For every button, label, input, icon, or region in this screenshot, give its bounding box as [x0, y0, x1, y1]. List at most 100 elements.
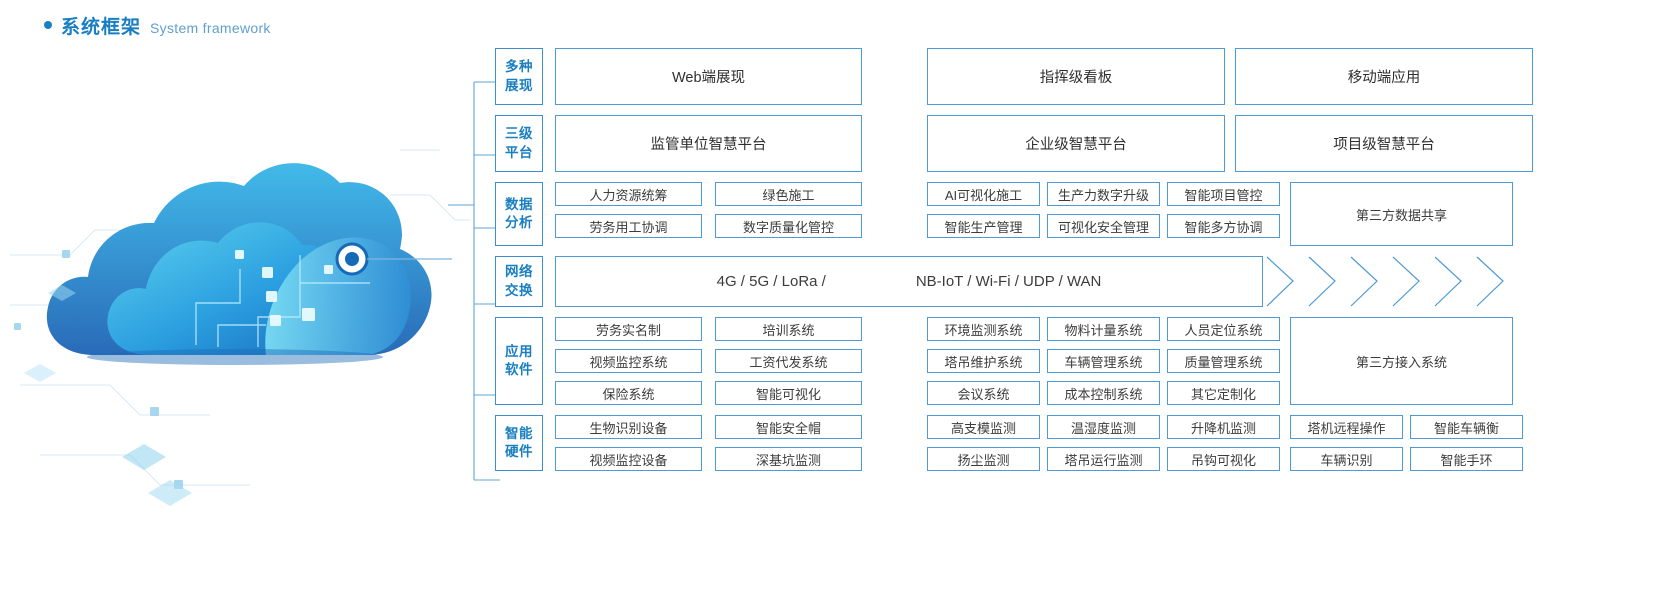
group-column: 生物识别设备 视频监控设备	[555, 415, 702, 471]
group-column: 环境监测系统 塔吊维护系统 会议系统	[927, 317, 1040, 405]
row-label-network-exchange: 网络 交换	[495, 256, 543, 307]
cell-smart-weighbridge[interactable]: 智能车辆衡	[1410, 415, 1523, 439]
bracket-connector	[448, 50, 500, 520]
cell-labor-real-name[interactable]: 劳务实名制	[555, 317, 702, 341]
label-line-1: 应用	[505, 343, 533, 359]
cell-hoist-monitoring[interactable]: 升降机监测	[1167, 415, 1280, 439]
row-data-analysis: 数据 分析 人力资源统筹 劳务用工协调 绿色施工 数字质量化管控 AI可	[495, 182, 1535, 246]
cell-payroll-system[interactable]: 工资代发系统	[715, 349, 862, 373]
cell-training-system[interactable]: 培训系统	[715, 317, 862, 341]
cell-vehicle-management-system[interactable]: 车辆管理系统	[1047, 349, 1160, 373]
cell-ai-visual-construction[interactable]: AI可视化施工	[927, 182, 1040, 206]
cell-smart-project-control[interactable]: 智能项目管控	[1167, 182, 1280, 206]
cell-crane-operation-monitoring[interactable]: 塔吊运行监测	[1047, 447, 1160, 471]
label-line-2: 展现	[505, 77, 533, 93]
cell-crane-maintenance-system[interactable]: 塔吊维护系统	[927, 349, 1040, 373]
row-three-tier-platform: 三级 平台 监管单位智慧平台 企业级智慧平台 项目级智慧平台	[495, 115, 1535, 172]
cell-productivity-upgrade[interactable]: 生产力数字升级	[1047, 182, 1160, 206]
cell-labor-coordination[interactable]: 劳务用工协调	[555, 214, 702, 238]
row-label-three-tier-platform: 三级 平台	[495, 115, 543, 172]
cell-quality-management-system[interactable]: 质量管理系统	[1167, 349, 1280, 373]
cell-deep-foundation-monitoring[interactable]: 深基坑监测	[715, 447, 862, 471]
label-line-2: 硬件	[505, 444, 533, 459]
framework-grid: 多种 展现 Web端展现 指挥级看板 移动端应用 三级 平台 监管单位智慧平台 …	[495, 48, 1535, 481]
group-column: 绿色施工 数字质量化管控	[715, 182, 862, 246]
row-network-exchange: 网络 交换 4G / 5G / LoRa / NB-IoT / Wi-Fi / …	[495, 256, 1535, 307]
label-line-1: 网络	[505, 264, 533, 280]
cell-smart-multiparty-coord[interactable]: 智能多方协调	[1167, 214, 1280, 238]
network-node-icon	[335, 242, 369, 276]
label-line-1: 智能	[505, 425, 533, 441]
group-column: 智能车辆衡 智能手环	[1410, 415, 1523, 471]
group-column: 升降机监测 吊钩可视化	[1167, 415, 1280, 471]
group-column: AI可视化施工 智能生产管理	[927, 182, 1040, 246]
cell-video-surveillance-system[interactable]: 视频监控系统	[555, 349, 702, 373]
cell-temp-humidity-monitoring[interactable]: 温湿度监测	[1047, 415, 1160, 439]
cell-environment-monitoring-system[interactable]: 环境监测系统	[927, 317, 1040, 341]
group-column: 温湿度监测 塔吊运行监测	[1047, 415, 1160, 471]
label-line-2: 分析	[505, 215, 533, 230]
chevron-arrow-group	[1263, 256, 1533, 307]
page-title: 系统框架 System framework	[44, 12, 271, 39]
cell-insurance-system[interactable]: 保险系统	[555, 381, 702, 405]
network-protocols-right: NB-IoT / Wi-Fi / UDP / WAN	[915, 273, 1102, 290]
cell-visual-safety-mgmt[interactable]: 可视化安全管理	[1047, 214, 1160, 238]
cell-command-dashboard[interactable]: 指挥级看板	[927, 48, 1225, 105]
cell-third-party-data-sharing[interactable]: 第三方数据共享	[1290, 182, 1513, 246]
cell-mobile-app[interactable]: 移动端应用	[1235, 48, 1533, 105]
cell-dust-monitoring[interactable]: 扬尘监测	[927, 447, 1040, 471]
label-line-1: 数据	[505, 196, 533, 212]
cell-green-construction[interactable]: 绿色施工	[715, 182, 862, 206]
cloud-network-illustration	[0, 55, 470, 525]
cell-third-party-access-system[interactable]: 第三方接入系统	[1290, 317, 1513, 405]
label-line-2: 交换	[505, 282, 533, 298]
title-english: System framework	[150, 20, 271, 36]
row-application-software: 应用 软件 劳务实名制 视频监控系统 保险系统 培训系统 工资代发系统 智能可视…	[495, 317, 1535, 405]
label-line-2: 平台	[505, 144, 533, 160]
cell-personnel-positioning-system[interactable]: 人员定位系统	[1167, 317, 1280, 341]
cell-hook-visualization[interactable]: 吊钩可视化	[1167, 447, 1280, 471]
cell-meeting-system[interactable]: 会议系统	[927, 381, 1040, 405]
row-label-application-software: 应用 软件	[495, 317, 543, 405]
cell-video-surveillance-device[interactable]: 视频监控设备	[555, 447, 702, 471]
group-column: 劳务实名制 视频监控系统 保险系统	[555, 317, 702, 405]
cell-biometric-device[interactable]: 生物识别设备	[555, 415, 702, 439]
cell-smart-visualization[interactable]: 智能可视化	[715, 381, 862, 405]
cell-enterprise-platform[interactable]: 企业级智慧平台	[927, 115, 1225, 172]
group-column: 物料计量系统 车辆管理系统 成本控制系统	[1047, 317, 1160, 405]
cell-digital-quality-control[interactable]: 数字质量化管控	[715, 214, 862, 238]
cell-cost-control-system[interactable]: 成本控制系统	[1047, 381, 1160, 405]
label-line-2: 软件	[505, 362, 533, 377]
network-protocols-box[interactable]: 4G / 5G / LoRa / NB-IoT / Wi-Fi / UDP / …	[555, 256, 1263, 307]
network-protocols-left: 4G / 5G / LoRa /	[716, 273, 826, 290]
cell-smart-wristband[interactable]: 智能手环	[1410, 447, 1523, 471]
row-presentation: 多种 展现 Web端展现 指挥级看板 移动端应用	[495, 48, 1535, 105]
cell-smart-helmet[interactable]: 智能安全帽	[715, 415, 862, 439]
cell-smart-production-mgmt[interactable]: 智能生产管理	[927, 214, 1040, 238]
cell-tower-remote-operation[interactable]: 塔机远程操作	[1290, 415, 1403, 439]
row-smart-hardware: 智能 硬件 生物识别设备 视频监控设备 智能安全帽 深基坑监测 高支模监	[495, 415, 1535, 471]
group-column: 高支模监测 扬尘监测	[927, 415, 1040, 471]
row-label-data-analysis: 数据 分析	[495, 182, 543, 246]
cell-project-platform[interactable]: 项目级智慧平台	[1235, 115, 1533, 172]
cell-hr-coordination[interactable]: 人力资源统筹	[555, 182, 702, 206]
group-column: 人员定位系统 质量管理系统 其它定制化	[1167, 317, 1280, 405]
cell-high-formwork-monitoring[interactable]: 高支模监测	[927, 415, 1040, 439]
group-column: 智能安全帽 深基坑监测	[715, 415, 862, 471]
bullet-dot-icon	[44, 21, 52, 29]
label-line-1: 三级	[505, 126, 533, 142]
cell-material-metering-system[interactable]: 物料计量系统	[1047, 317, 1160, 341]
row-label-smart-hardware: 智能 硬件	[495, 415, 543, 471]
group-column: 人力资源统筹 劳务用工协调	[555, 182, 702, 246]
cell-vehicle-recognition[interactable]: 车辆识别	[1290, 447, 1403, 471]
cell-web-presentation[interactable]: Web端展现	[555, 48, 862, 105]
cell-other-customization[interactable]: 其它定制化	[1167, 381, 1280, 405]
label-line-1: 多种	[505, 59, 533, 75]
row-label-presentation: 多种 展现	[495, 48, 543, 105]
group-column: 培训系统 工资代发系统 智能可视化	[715, 317, 862, 405]
cell-regulator-platform[interactable]: 监管单位智慧平台	[555, 115, 862, 172]
group-column: 生产力数字升级 可视化安全管理	[1047, 182, 1160, 246]
group-column: 塔机远程操作 车辆识别	[1290, 415, 1403, 471]
group-column: 智能项目管控 智能多方协调	[1167, 182, 1280, 246]
